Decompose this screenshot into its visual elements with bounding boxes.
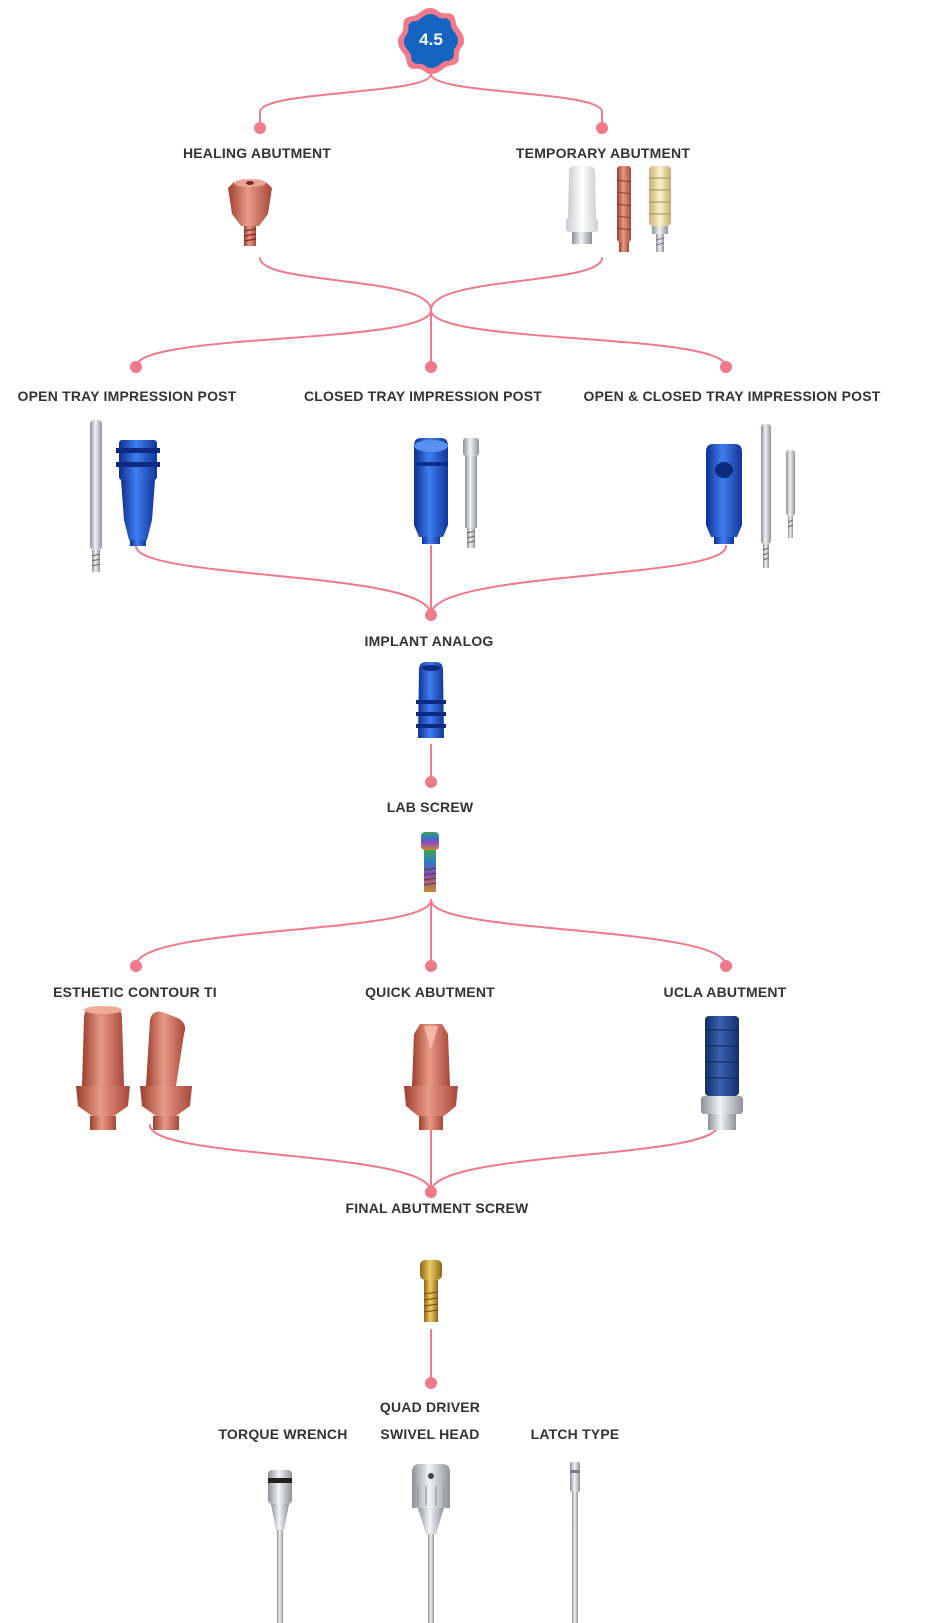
copper-temporary-cylinder-icon — [616, 166, 632, 252]
short-pin-icon — [786, 450, 795, 538]
connectors — [135, 73, 727, 1384]
connector-open-closed-to-analog — [430, 545, 727, 616]
dot-lab-screw — [425, 776, 437, 788]
yellow-peek-cylinder-icon — [649, 166, 671, 252]
label-lab-screw: LAB SCREW — [386, 799, 474, 815]
label-esthetic-contour-ti: ESTHETIC CONTOUR TI — [53, 984, 217, 1000]
connector-dots — [130, 122, 732, 1389]
gold-abutment-screw-icon — [420, 1260, 442, 1322]
dot-healing — [254, 122, 266, 134]
dot-open-closed-tray — [720, 361, 732, 373]
label-torque-wrench: TORQUE WRENCH — [218, 1426, 348, 1442]
dot-quad-driver — [425, 1377, 437, 1389]
label-quad-driver: QUAD DRIVER — [379, 1399, 481, 1415]
badge-shape-icon — [398, 8, 464, 74]
label-swivel-head: SWIVEL HEAD — [380, 1426, 480, 1442]
connector-lab-screw-to-ucla — [430, 899, 727, 967]
label-closed-tray-impression-post: CLOSED TRAY IMPRESSION POST — [304, 388, 542, 404]
dot-ucla — [720, 960, 732, 972]
label-quick-abutment: QUICK ABUTMENT — [365, 984, 495, 1000]
long-guide-pin-icon — [90, 420, 102, 572]
connector-merge-to-open-tray — [135, 309, 432, 368]
swivel-head-driver-icon — [412, 1464, 450, 1623]
label-healing-abutment: HEALING ABUTMENT — [182, 145, 332, 161]
connector-badge-to-temporary — [430, 73, 603, 129]
straight-copper-abutment-icon — [76, 1006, 130, 1130]
dot-final-screw — [425, 1186, 437, 1198]
connector-badge-to-healing — [259, 73, 432, 129]
connector-esthetic-to-final-screw — [149, 1124, 432, 1193]
label-temporary-abutment: TEMPORARY ABUTMENT — [515, 145, 691, 161]
connector-open-tray-to-analog — [135, 545, 432, 616]
dot-open-tray — [130, 361, 142, 373]
copper-quick-abutment-icon — [404, 1024, 458, 1130]
angled-copper-abutment-icon — [140, 1011, 192, 1130]
size-badge: 4.5 — [398, 8, 464, 74]
label-ucla-abutment: UCLA ABUTMENT — [663, 984, 787, 1000]
dot-closed-tray — [425, 361, 437, 373]
badge-label: 4.5 — [419, 30, 443, 49]
dot-temporary — [596, 122, 608, 134]
rainbow-lab-screw-icon — [421, 832, 439, 892]
connector-lab-screw-to-esthetic — [135, 899, 432, 967]
navy-ucla-abutment-icon — [701, 1016, 743, 1130]
copper-healing-abutment-icon — [228, 179, 272, 246]
blue-open-closed-post-icon — [706, 444, 742, 544]
blue-implant-analog-icon — [416, 662, 446, 738]
connector-healing-to-merge — [259, 257, 432, 311]
label-final-abutment-screw: FINAL ABUTMENT SCREW — [345, 1200, 529, 1216]
connector-ucla-to-final-screw — [430, 1124, 719, 1193]
label-implant-analog: IMPLANT ANALOG — [364, 633, 494, 649]
white-peek-abutment-icon — [566, 166, 598, 244]
blue-open-tray-post-icon — [116, 440, 160, 546]
dot-quick — [425, 960, 437, 972]
blue-closed-tray-post-icon — [414, 438, 448, 544]
torque-wrench-driver-icon — [268, 1470, 292, 1623]
connector-merge-to-open-closed-tray — [430, 309, 727, 368]
short-screw-icon — [463, 438, 479, 548]
long-pin-icon — [761, 424, 771, 568]
connector-temporary-to-merge — [430, 257, 603, 311]
dot-implant-analog — [425, 609, 437, 621]
latch-type-driver-icon — [570, 1462, 580, 1623]
label-open-closed-tray-impression-post: OPEN & CLOSED TRAY IMPRESSION POST — [583, 388, 881, 404]
label-open-tray-impression-post: OPEN TRAY IMPRESSION POST — [17, 388, 237, 404]
label-latch-type: LATCH TYPE — [530, 1426, 620, 1442]
dot-esthetic — [130, 960, 142, 972]
